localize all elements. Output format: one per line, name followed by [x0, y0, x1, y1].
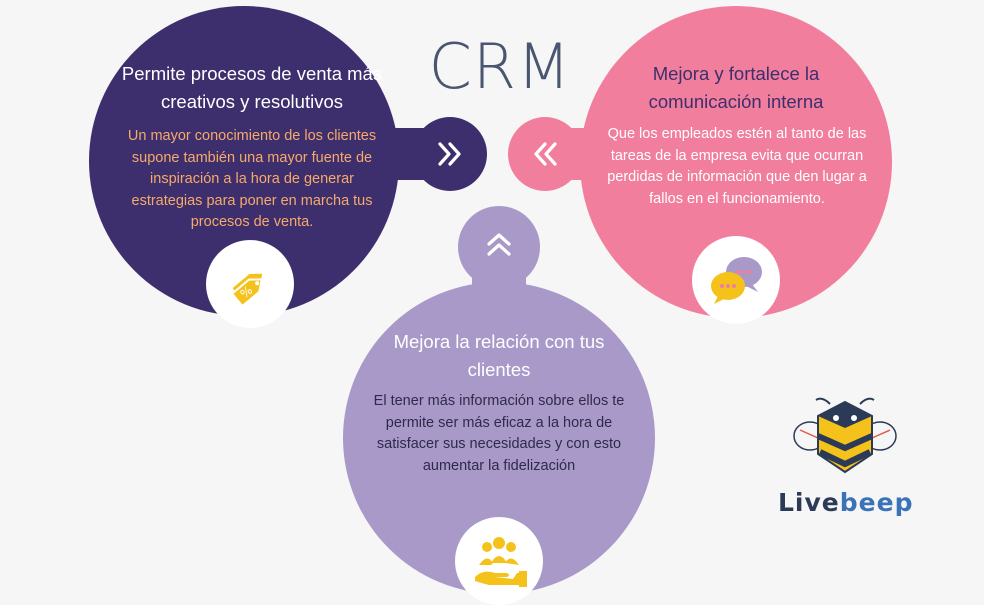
bottom-icon-badge — [455, 517, 543, 605]
brand-name-part2: beep — [839, 488, 914, 517]
right-heading: Mejora y fortalece la comunicación inter… — [648, 63, 824, 112]
left-arrow-badge — [413, 117, 487, 191]
chat-bubbles-icon — [711, 257, 762, 304]
left-connector — [385, 128, 425, 180]
double-chevron-right-icon — [438, 142, 461, 166]
right-icon-badge — [692, 236, 780, 324]
double-chevron-up-icon — [487, 233, 511, 256]
hand-people-icon — [475, 537, 527, 587]
brand-name: Livebeep — [778, 488, 912, 517]
right-body: Que los empleados estén al tanto de las … — [607, 126, 867, 207]
brand-name-part1: Live — [778, 488, 840, 517]
right-connector — [566, 128, 606, 180]
bottom-heading: Mejora la relación con tus clientes — [393, 331, 605, 380]
price-tag-icon: % — [230, 273, 263, 308]
bottom-arrow-badge — [466, 212, 532, 278]
left-body: Un mayor conocimiento de los clientes su… — [127, 128, 377, 230]
left-heading: Permite procesos de venta más creativos … — [121, 63, 383, 112]
double-chevron-left-icon — [534, 142, 557, 166]
diagram-title: CRM — [428, 30, 572, 103]
left-icon-badge: % — [206, 240, 294, 328]
bottom-body: El tener más información sobre ellos te … — [373, 393, 625, 474]
bee-logo-icon — [793, 397, 897, 474]
